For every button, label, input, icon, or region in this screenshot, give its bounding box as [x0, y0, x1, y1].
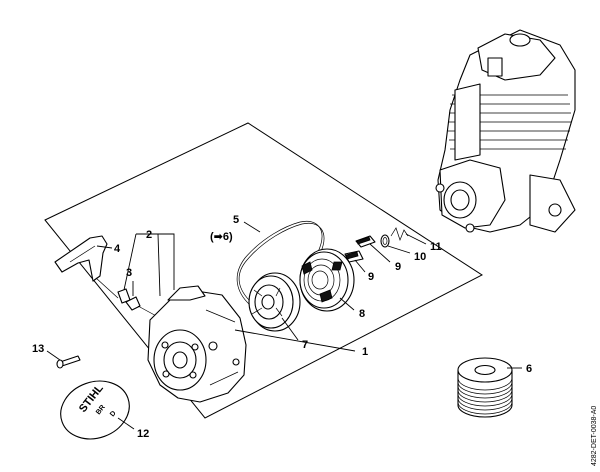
engine-cylinder [435, 29, 576, 233]
badge-model: BR [95, 404, 107, 416]
fan-housing [147, 285, 247, 403]
callout-3: 3 [126, 267, 132, 279]
rope-guide [117, 288, 161, 319]
callout-11: 11 [430, 241, 442, 253]
drawing-code: 4282-DET-0038-A0 [591, 406, 598, 466]
callout-9-upper: 9 [395, 261, 401, 273]
callout-7: 7 [302, 339, 308, 351]
screw [56, 355, 81, 369]
callout-1: 1 [362, 346, 368, 358]
callout-5-reference: (➡6) [210, 231, 233, 243]
callout-8: 8 [359, 308, 365, 320]
callout-6: 6 [526, 363, 532, 375]
leader-lines [46, 221, 522, 430]
starter-grip [54, 235, 119, 299]
callout-9-lower: 9 [368, 271, 374, 283]
callout-12: 12 [137, 428, 149, 440]
badge-suffix: D [109, 410, 118, 418]
callout-13: 13 [32, 343, 44, 355]
retainer-spring [390, 227, 409, 242]
callout-10: 10 [414, 251, 426, 263]
rewind-spring [299, 248, 355, 312]
cover-badge: STIHL BR D [60, 380, 130, 440]
callout-2: 2 [146, 229, 152, 241]
rope-spool [457, 357, 513, 418]
callout-5: 5 [233, 214, 239, 226]
spring-clip [380, 234, 390, 248]
assembly-frame [44, 122, 483, 419]
callout-4: 4 [114, 243, 121, 255]
rope-rotor [248, 272, 301, 332]
